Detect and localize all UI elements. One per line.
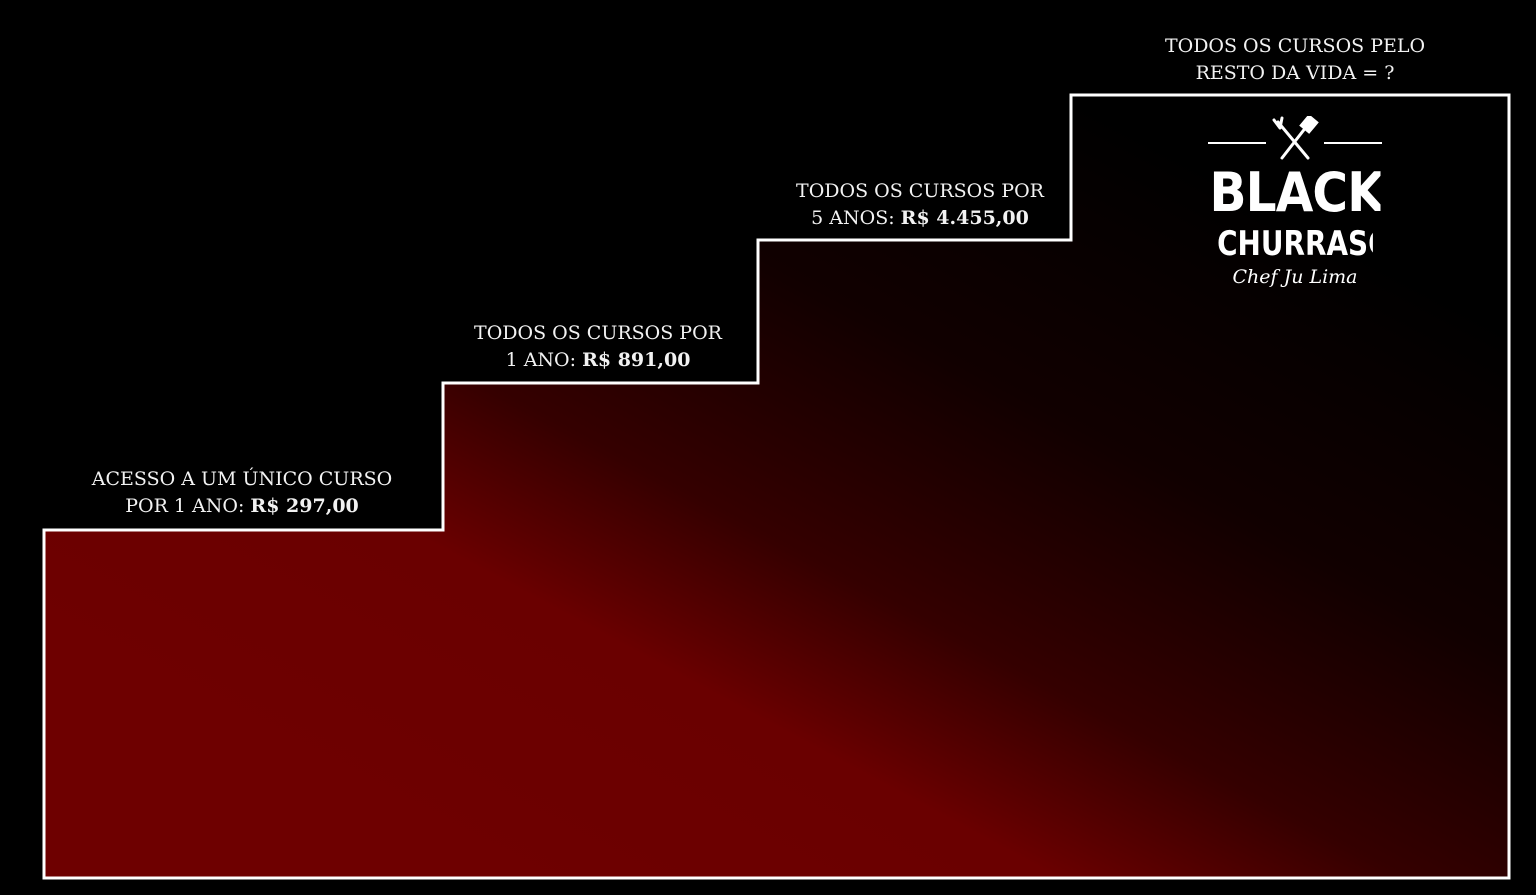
step-1-label: ACESSO A UM ÚNICO CURSO POR 1 ANO: R$ 29… <box>92 466 392 520</box>
step-3-price: R$ 4.455,00 <box>900 207 1029 229</box>
step-2-duration: 1 ANO: <box>505 349 583 371</box>
step-3-title: TODOS OS CURSOS POR <box>796 180 1044 202</box>
step-2-price: R$ 891,00 <box>582 349 691 371</box>
step-3-label: TODOS OS CURSOS POR 5 ANOS: R$ 4.455,00 <box>796 178 1044 232</box>
step-1-duration: POR 1 ANO: <box>125 495 251 517</box>
fork-spatula-icon <box>1272 116 1319 160</box>
logo-chef-name: Chef Ju Lima <box>1232 266 1358 288</box>
step-1-title: ACESSO A UM ÚNICO CURSO <box>91 468 393 490</box>
logo-divider-left <box>1208 142 1266 144</box>
black-churrasco-logo: BLACK CHURRASCO Chef Ju Lima <box>1200 114 1390 290</box>
logo-black: BLACK <box>1209 162 1381 224</box>
logo-divider-right <box>1324 142 1382 144</box>
logo-churrasco: CHURRASCO <box>1217 224 1373 264</box>
step-3-duration: 5 ANOS: <box>811 207 901 229</box>
staircase-outline <box>42 93 1511 880</box>
step-2-label: TODOS OS CURSOS POR 1 ANO: R$ 891,00 <box>474 320 722 374</box>
step-4-label: TODOS OS CURSOS PELO RESTO DA VIDA = ? <box>1165 33 1425 87</box>
step-4-duration: RESTO DA VIDA = ? <box>1195 62 1395 84</box>
step-2-title: TODOS OS CURSOS POR <box>474 322 722 344</box>
step-4-title: TODOS OS CURSOS PELO <box>1164 35 1426 57</box>
step-1-price: R$ 297,00 <box>250 495 359 517</box>
